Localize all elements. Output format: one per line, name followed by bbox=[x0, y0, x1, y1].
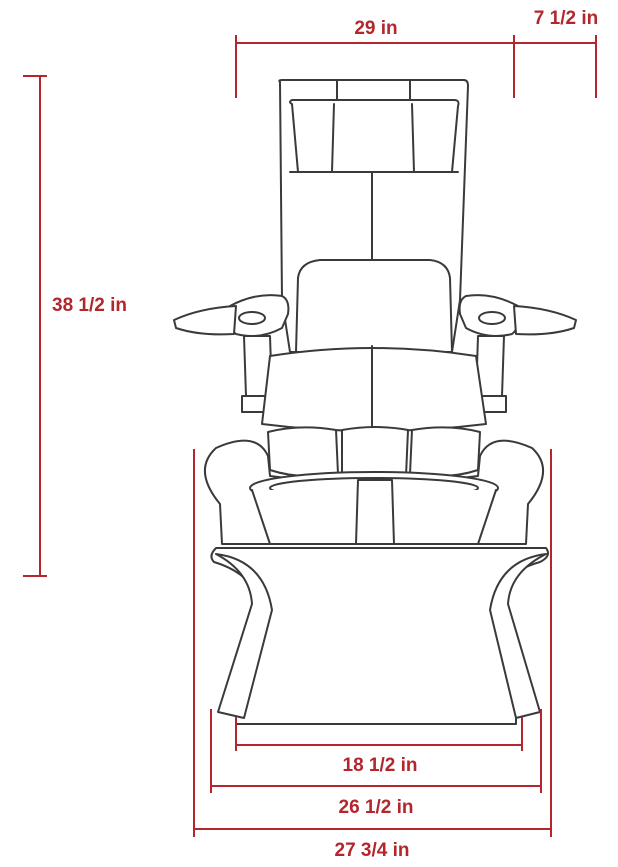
headrest-seam bbox=[331, 103, 335, 173]
right-cup-holder bbox=[478, 311, 506, 325]
label-chair-width: 29 in bbox=[354, 18, 397, 39]
headrest bbox=[289, 99, 460, 173]
seat-cushion bbox=[261, 347, 487, 432]
left-side-tray bbox=[173, 305, 237, 336]
label-base-inner-width: 18 1/2 in bbox=[343, 755, 418, 776]
label-overall-base-width: 27 3/4 in bbox=[335, 840, 410, 861]
right-side-tray bbox=[513, 305, 577, 336]
label-chair-height: 38 1/2 in bbox=[52, 295, 127, 316]
leg-rest-post bbox=[355, 479, 395, 545]
base-right-leg bbox=[489, 553, 547, 719]
label-base-width: 26 1/2 in bbox=[339, 797, 414, 818]
label-armrest-extension: 7 1/2 in bbox=[534, 8, 598, 29]
dimension-base-width bbox=[210, 709, 542, 793]
dimension-chair-height bbox=[23, 75, 47, 577]
headrest-seam bbox=[411, 103, 415, 173]
lumbar-cushion bbox=[295, 259, 453, 353]
base-left-leg bbox=[215, 553, 273, 719]
leg-rest-left bbox=[267, 426, 339, 478]
dimension-overall-base-width bbox=[193, 449, 552, 837]
dimension-armrest-extension bbox=[513, 35, 597, 98]
leg-rest-right bbox=[409, 426, 481, 478]
dimension-lines bbox=[23, 35, 597, 837]
dimension-base-inner-width bbox=[235, 717, 523, 751]
pedicure-chair-drawing bbox=[173, 79, 577, 725]
dimension-chair-width bbox=[235, 35, 515, 98]
base-platform bbox=[210, 547, 549, 725]
left-cup-holder bbox=[238, 311, 266, 325]
